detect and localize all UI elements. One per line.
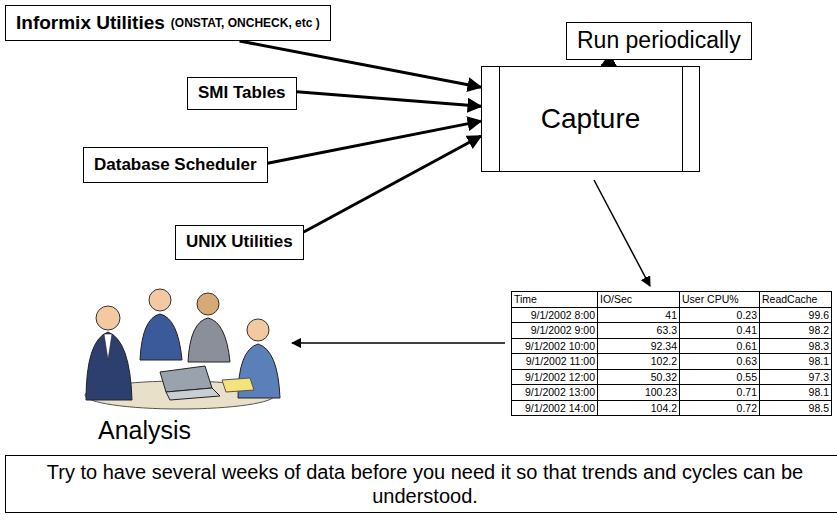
table-cell: 0.72 bbox=[680, 401, 760, 417]
table-cell: 0.55 bbox=[680, 370, 760, 386]
box-text: Capture bbox=[541, 102, 641, 136]
table-cell: 98.2 bbox=[760, 323, 832, 339]
table-cell: 9/1/2002 8:00 bbox=[512, 308, 598, 324]
box-text: Try to have several weeks of data before… bbox=[26, 460, 824, 508]
table-cell: 0.61 bbox=[680, 339, 760, 355]
table-header: ReadCache bbox=[760, 292, 832, 308]
table-header: IO/Sec bbox=[598, 292, 680, 308]
table-cell: 98.3 bbox=[760, 339, 832, 355]
table-cell: 0.23 bbox=[680, 308, 760, 324]
source-box: Database Scheduler bbox=[83, 147, 268, 183]
box-text: SMI Tables bbox=[198, 83, 286, 103]
table-header: User CPU% bbox=[680, 292, 760, 308]
table-cell: 63.3 bbox=[598, 323, 680, 339]
table-cell: 92.34 bbox=[598, 339, 680, 355]
table-cell: 98.1 bbox=[760, 354, 832, 370]
note-box: Try to have several weeks of data before… bbox=[5, 455, 837, 513]
table-cell: 9/1/2002 14:00 bbox=[512, 401, 598, 417]
box-text: UNIX Utilities bbox=[186, 232, 293, 252]
connector-arrow bbox=[304, 136, 481, 232]
source-box: Informix Utilities (ONSTAT, ONCHECK, etc … bbox=[5, 5, 331, 41]
illustration-caption: Analysis bbox=[98, 416, 191, 445]
table-cell: 97.3 bbox=[760, 370, 832, 386]
table-cell: 99.6 bbox=[760, 308, 832, 324]
table-cell: 50.32 bbox=[598, 370, 680, 386]
flow-arrow bbox=[594, 180, 650, 286]
people-illustration bbox=[85, 289, 280, 409]
box-text: Informix Utilities bbox=[16, 12, 165, 35]
table-cell: 98.5 bbox=[760, 401, 832, 417]
table-cell: 9/1/2002 11:00 bbox=[512, 354, 598, 370]
note-box: Run periodically bbox=[566, 22, 752, 60]
table-header: Time bbox=[512, 292, 598, 308]
table-cell: 104.2 bbox=[598, 401, 680, 417]
side-bar bbox=[682, 67, 683, 171]
table-cell: 100.23 bbox=[598, 385, 680, 401]
process-box: Capture bbox=[481, 66, 700, 172]
flow-arrow bbox=[292, 342, 505, 344]
box-text: Database Scheduler bbox=[94, 155, 257, 175]
connector-arrow bbox=[297, 92, 481, 106]
table-cell: 0.63 bbox=[680, 354, 760, 370]
table-cell: 102.2 bbox=[598, 354, 680, 370]
box-text: (ONSTAT, ONCHECK, etc ) bbox=[171, 16, 320, 30]
table-cell: 9/1/2002 10:00 bbox=[512, 339, 598, 355]
source-box: SMI Tables bbox=[187, 77, 297, 110]
table-cell: 0.41 bbox=[680, 323, 760, 339]
table-cell: 9/1/2002 12:00 bbox=[512, 370, 598, 386]
data-table: TimeIO/SecUser CPU%ReadCache 9/1/2002 8:0… bbox=[511, 291, 832, 416]
side-bar bbox=[499, 67, 500, 171]
table-cell: 9/1/2002 13:00 bbox=[512, 385, 598, 401]
box-text: Run periodically bbox=[577, 27, 741, 55]
table-cell: 9/1/2002 9:00 bbox=[512, 323, 598, 339]
table-cell: 41 bbox=[598, 308, 680, 324]
table-cell: 0.71 bbox=[680, 385, 760, 401]
source-box: UNIX Utilities bbox=[175, 225, 304, 260]
table-cell: 98.1 bbox=[760, 385, 832, 401]
connector-arrow bbox=[268, 121, 481, 163]
